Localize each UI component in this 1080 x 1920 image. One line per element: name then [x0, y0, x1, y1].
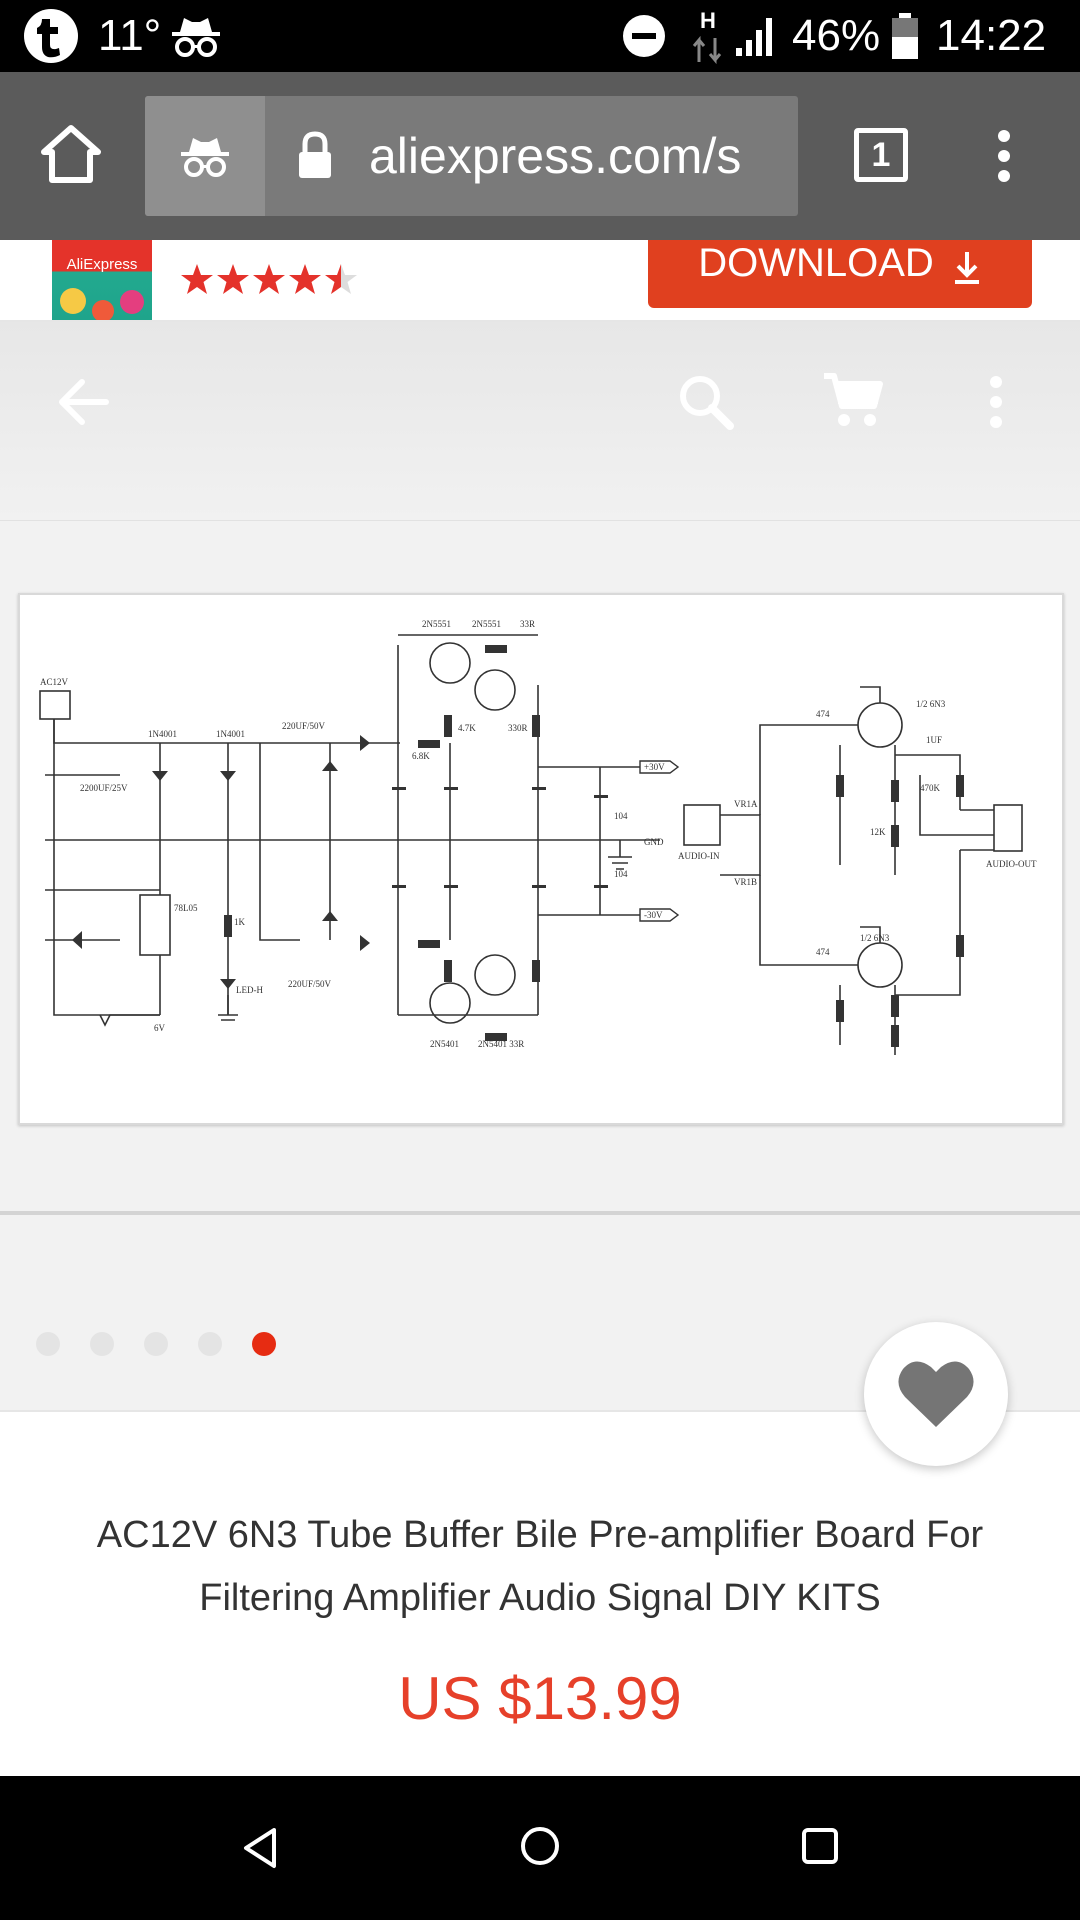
svg-text:220UF/50V: 220UF/50V	[288, 979, 332, 989]
product-header-bar	[0, 322, 1080, 520]
heart-icon	[898, 1361, 974, 1427]
url-text[interactable]: aliexpress.com/s	[369, 128, 742, 184]
svg-text:474: 474	[816, 709, 830, 719]
svg-text:2N5551: 2N5551	[422, 619, 451, 629]
search-icon[interactable]	[676, 372, 736, 437]
download-app-button[interactable]: DOWNLOAD	[648, 240, 1032, 308]
recents-square-icon[interactable]	[800, 1826, 840, 1871]
wishlist-button[interactable]	[864, 1322, 1008, 1466]
clock: 14:22	[936, 11, 1047, 60]
svg-text:2N5401: 2N5401	[430, 1039, 459, 1049]
svg-text:AC12V: AC12V	[40, 677, 69, 687]
back-triangle-icon[interactable]	[240, 1826, 280, 1875]
svg-text:2N5401 33R: 2N5401 33R	[478, 1039, 524, 1049]
svg-text:2200UF/25V: 2200UF/25V	[80, 783, 128, 793]
omnibox[interactable]: aliexpress.com/s	[145, 96, 798, 216]
svg-text:470K: 470K	[920, 783, 941, 793]
svg-text:6V: 6V	[154, 1023, 166, 1033]
battery-percent: 46%	[792, 11, 881, 60]
rating-stars	[180, 250, 360, 310]
svg-text:78L05: 78L05	[174, 903, 198, 913]
svg-text:104: 104	[614, 811, 628, 821]
t-app-icon	[22, 0, 80, 72]
svg-text:1K: 1K	[234, 917, 246, 927]
cart-icon[interactable]	[822, 372, 884, 435]
incognito-icon[interactable]	[145, 96, 265, 216]
incognito-icon	[170, 0, 222, 72]
data-arrows-icon: H	[690, 0, 726, 72]
svg-text:2N5551: 2N5551	[472, 619, 501, 629]
svg-text:12K: 12K	[870, 827, 886, 837]
product-info: AC12V 6N3 Tube Buffer Bile Pre-amplifier…	[0, 1410, 1080, 1776]
svg-text:1/2 6N3: 1/2 6N3	[860, 933, 890, 943]
carousel-indicator	[36, 1332, 276, 1356]
svg-text:VR1A: VR1A	[734, 799, 758, 809]
svg-text:33R: 33R	[520, 619, 535, 629]
overflow-menu-icon[interactable]	[996, 128, 1012, 189]
battery-icon	[890, 0, 920, 72]
carousel-dot-active[interactable]	[252, 1332, 276, 1356]
home-circle-icon[interactable]	[520, 1826, 560, 1871]
temperature: 11°	[98, 11, 162, 60]
svg-text:104: 104	[614, 869, 628, 879]
svg-text:H: H	[700, 8, 716, 33]
svg-text:+30V: +30V	[644, 762, 665, 772]
svg-text:-30V: -30V	[644, 910, 663, 920]
svg-text:1N4001: 1N4001	[216, 729, 245, 739]
product-title: AC12V 6N3 Tube Buffer Bile Pre-amplifier…	[96, 1514, 984, 1619]
product-price: US $13.99	[398, 1665, 682, 1732]
back-arrow-icon[interactable]	[54, 374, 110, 435]
status-bar: 11° H 46% 14:22	[0, 0, 1080, 72]
svg-text:1/2 6N3: 1/2 6N3	[916, 699, 946, 709]
lock-icon	[295, 130, 335, 185]
image-gallery[interactable]: AC12V 1N4001 1N4001 2200UF/25V 220UF/50V…	[0, 520, 1080, 1410]
svg-text:AUDIO-IN: AUDIO-IN	[678, 851, 720, 861]
svg-text:GND: GND	[644, 837, 664, 847]
product-image-schematic[interactable]: AC12V 1N4001 1N4001 2200UF/25V 220UF/50V…	[18, 593, 1064, 1125]
browser-toolbar: aliexpress.com/s 1	[0, 72, 1080, 240]
aliexpress-logo: AliExpress	[52, 240, 152, 320]
signal-icon	[734, 0, 780, 72]
app-download-banner: AliExpress DOWNLOAD	[0, 240, 1080, 322]
svg-text:1UF: 1UF	[926, 735, 942, 745]
carousel-dot[interactable]	[144, 1332, 168, 1356]
carousel-dot[interactable]	[198, 1332, 222, 1356]
system-nav-bar	[0, 1776, 1080, 1920]
svg-text:220UF/50V: 220UF/50V	[282, 721, 326, 731]
circuit-schematic: AC12V 1N4001 1N4001 2200UF/25V 220UF/50V…	[39, 619, 1037, 1055]
next-image-edge	[0, 1211, 1080, 1215]
more-vert-icon[interactable]	[988, 374, 1004, 435]
svg-text:6.8K: 6.8K	[412, 751, 430, 761]
download-icon	[954, 252, 979, 284]
svg-text:AUDIO-OUT: AUDIO-OUT	[986, 859, 1037, 869]
svg-text:330R: 330R	[508, 723, 528, 733]
svg-text:LED-H: LED-H	[236, 985, 263, 995]
tab-switcher-icon[interactable]: 1	[854, 128, 908, 182]
do-not-disturb-icon	[622, 0, 666, 72]
svg-text:4.7K: 4.7K	[458, 723, 476, 733]
carousel-dot[interactable]	[90, 1332, 114, 1356]
svg-text:474: 474	[816, 947, 830, 957]
home-icon[interactable]	[40, 124, 102, 189]
carousel-dot[interactable]	[36, 1332, 60, 1356]
svg-text:1N4001: 1N4001	[148, 729, 177, 739]
svg-text:VR1B: VR1B	[734, 877, 757, 887]
